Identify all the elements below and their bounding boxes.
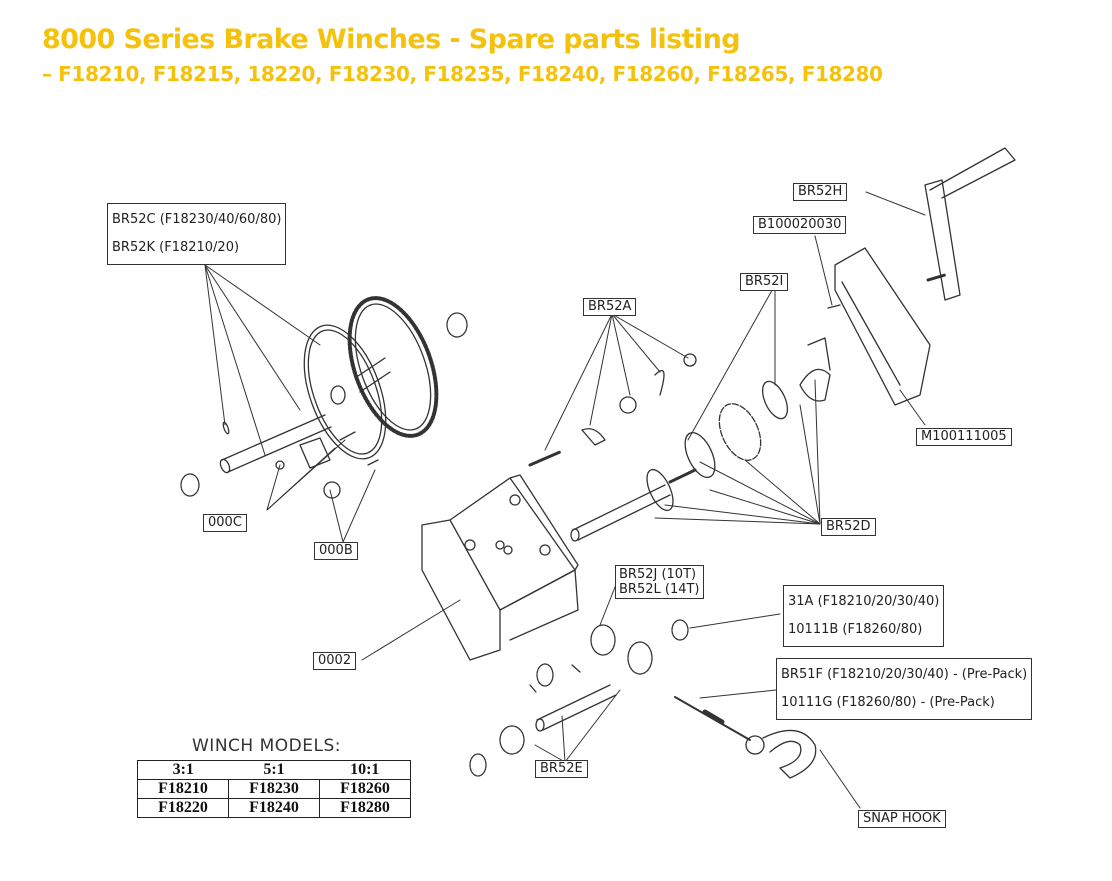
label-br52j: BR52J (10T) [619,567,697,582]
label-br52k: BR52K (F18210/20) [112,240,240,255]
winch-models-heading: WINCH MODELS: [192,736,341,756]
label-10111g: 10111G (F18260/80) - (Pre-Pack) [781,695,995,710]
ratchet-wheel [718,403,762,461]
label-br52l: BR52L (14T) [619,582,700,597]
label-000c: 000C [203,514,247,532]
table-cell: F18280 [319,798,411,818]
table-header-row: 3:1 5:1 10:1 [137,760,411,780]
table-cell: F18220 [137,798,229,818]
pinion-gears [499,624,653,755]
label-m100111005: M100111005 [916,428,1012,446]
table-row: F18220 F18240 F18280 [137,798,411,818]
label-b100020030: B100020030 [753,216,847,234]
label-br51f: BR51F (F18210/20/30/40) - (Pre-Pack) [781,667,1028,682]
column-header: 5:1 [228,760,320,780]
drum-flange-left [303,324,387,460]
cable-and-hook [674,696,817,779]
label-br52c: BR52C (F18230/40/60/80) [112,212,282,227]
label-000b: 000B [314,542,358,560]
label-br52a: BR52A [583,298,637,316]
label-br52c-br52k: BR52C (F18230/40/60/80) BR52K (F18210/20… [107,203,287,265]
label-br52h: BR52H [793,183,848,201]
drum-gear-right [347,296,439,438]
page-title: 8000 Series Brake Winches - Spare parts … [42,24,741,55]
label-snap-hook: SNAP HOOK [858,810,946,828]
column-header: 3:1 [137,760,229,780]
label-br51f-10111g: BR51F (F18210/20/30/40) - (Pre-Pack) 101… [776,658,1033,720]
friction-disc [761,380,789,420]
label-br52j-br52l: BR52J (10T) BR52L (14T) [615,565,704,599]
gear-shaft [529,664,617,732]
label-br52i: BR52I [740,273,789,291]
label-0002: 0002 [313,652,357,670]
brake-pawl-parts [528,353,697,467]
table-cell: F18240 [228,798,320,818]
table-cell: F18230 [228,779,320,799]
brake-washer [684,432,716,478]
leader-lines [204,191,926,809]
label-br52d: BR52D [821,518,876,536]
label-10111b: 10111B (F18260/80) [788,622,923,637]
label-31a: 31A (F18210/20/30/40) [788,594,940,609]
drum-shaft-pin [219,414,332,474]
winch-frame [421,474,579,661]
label-br52e: BR52E [535,760,588,778]
table-cell: F18260 [319,779,411,799]
page-subtitle: – F18210, F18215, 18220, F18230, F18235,… [42,62,883,86]
crank-handle [827,147,1016,309]
small-hardware [275,431,379,499]
table-row: F18210 F18230 F18260 [137,779,411,799]
bushings [180,312,689,777]
table-cell: F18210 [137,779,229,799]
brake-shaft [570,468,697,542]
label-31a-10111b: 31A (F18210/20/30/40) 10111B (F18260/80) [783,585,945,647]
cover-plate [799,247,931,406]
winch-models-table: 3:1 5:1 10:1 F18210 F18230 F18260 F18220… [137,760,411,818]
column-header: 10:1 [319,760,411,780]
